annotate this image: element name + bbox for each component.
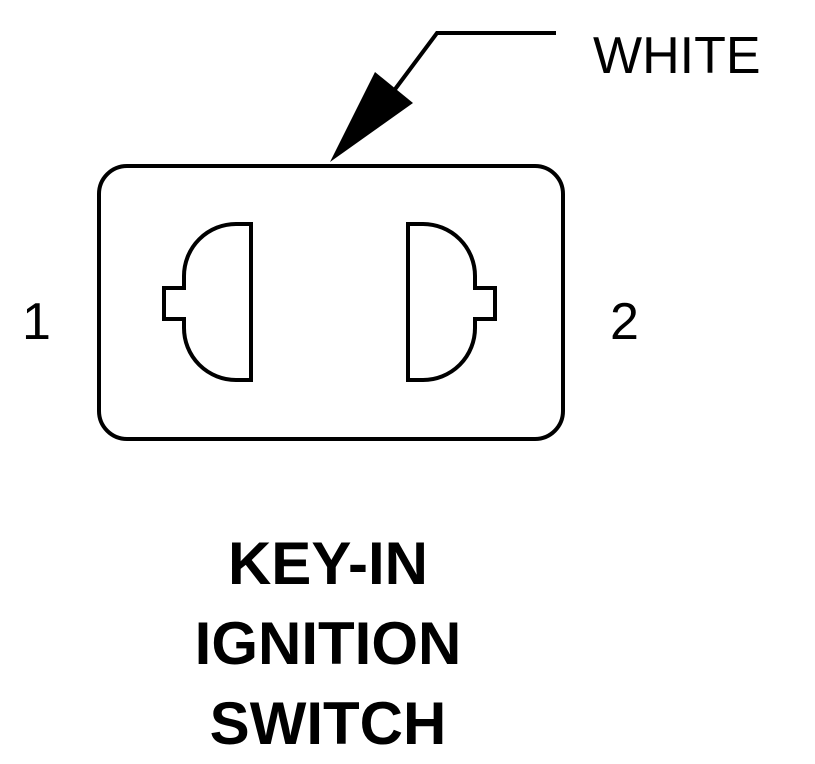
pin-1-label: 1 — [22, 293, 51, 351]
title-line-3: SWITCH — [209, 690, 447, 757]
pin-2-label: 2 — [610, 293, 639, 351]
terminal-cavity-1 — [162, 222, 253, 382]
wire-arrowhead — [330, 72, 413, 162]
wire-leader-line — [385, 31, 556, 102]
component-title: KEY-IN IGNITION SWITCH — [0, 524, 656, 764]
title-line-2: IGNITION — [194, 610, 462, 677]
connector-body — [97, 164, 565, 441]
title-line-1: KEY-IN — [227, 530, 429, 597]
wire-color-label: WHITE — [593, 27, 761, 85]
terminal-cavity-2 — [406, 222, 497, 382]
